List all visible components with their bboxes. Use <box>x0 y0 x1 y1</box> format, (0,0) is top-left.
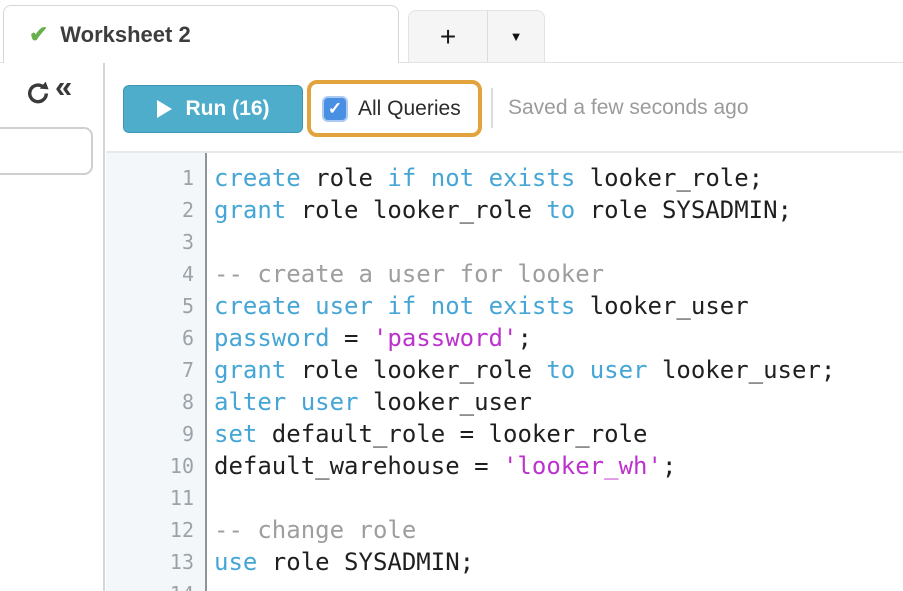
line-number: 9 <box>181 422 194 446</box>
tab-worksheet-2[interactable]: ✔ Worksheet 2 <box>3 5 399 63</box>
collapse-sidebar-icon[interactable]: « <box>55 69 73 104</box>
object-browser-sidebar: « <box>0 63 105 591</box>
line-number: 13 <box>169 550 194 574</box>
worksheet-menu-button[interactable]: ▼ <box>488 11 544 62</box>
line-number: 14 <box>106 578 205 591</box>
saved-check-icon: ✔ <box>29 21 49 47</box>
code-line: alter user looker_user <box>214 388 532 416</box>
line-number: 11 <box>169 486 194 510</box>
toolbar-bottom-border <box>106 151 903 153</box>
all-queries-label[interactable]: All Queries <box>358 96 461 120</box>
code-line: create user if not exists looker_user <box>214 292 749 320</box>
line-number: 10 <box>169 454 194 478</box>
all-queries-checkbox[interactable]: ✓ <box>322 95 348 122</box>
line-number: 12 <box>169 518 194 542</box>
run-button-label: Run (16) <box>185 97 270 120</box>
new-worksheet-button[interactable]: + <box>409 11 488 62</box>
play-icon <box>156 100 172 118</box>
run-button[interactable]: Run (16) <box>123 85 303 133</box>
code-line: -- change role <box>214 516 417 544</box>
plus-icon: + <box>439 20 457 52</box>
code-line <box>214 226 903 258</box>
code-line: use role SYSADMIN; <box>214 548 475 576</box>
line-number: 1 <box>181 166 194 190</box>
code-line: default_warehouse = 'looker_wh'; <box>214 452 677 480</box>
line-number: 5 <box>181 294 194 318</box>
code-line: password = 'password'; <box>214 324 532 352</box>
sql-editor[interactable]: 1234567891011121314 create role if not e… <box>106 153 903 591</box>
sidebar-search-input[interactable] <box>0 127 93 175</box>
code-line <box>214 482 903 514</box>
line-number: 2 <box>181 198 194 222</box>
line-number: 7 <box>181 358 194 382</box>
line-number: 3 <box>181 230 194 254</box>
code-line: create role if not exists looker_role; <box>214 164 764 192</box>
tabbar-bottom-border <box>0 62 903 63</box>
code-lines: create role if not exists looker_role;gr… <box>207 153 903 591</box>
code-line: set default_role = looker_role <box>214 420 648 448</box>
line-number: 4 <box>181 262 194 286</box>
checkmark-icon: ✓ <box>327 99 343 118</box>
all-queries-highlight: ✓ All Queries <box>307 80 482 137</box>
code-line: grant role looker_role to role SYSADMIN; <box>214 196 792 224</box>
saved-status-text: Saved a few seconds ago <box>508 96 749 119</box>
line-number: 8 <box>181 390 194 414</box>
code-line: -- create a user for looker <box>214 260 605 288</box>
line-number-gutter: 1234567891011121314 <box>106 153 207 591</box>
code-line: grant role looker_role to user looker_us… <box>214 356 836 384</box>
tab-label: Worksheet 2 <box>60 21 191 47</box>
line-number: 6 <box>181 326 194 350</box>
refresh-icon[interactable] <box>26 81 50 105</box>
new-worksheet-tab-group: + ▼ <box>408 10 545 62</box>
toolbar-divider <box>491 88 493 128</box>
caret-down-icon: ▼ <box>509 29 523 44</box>
code-line <box>214 578 903 591</box>
